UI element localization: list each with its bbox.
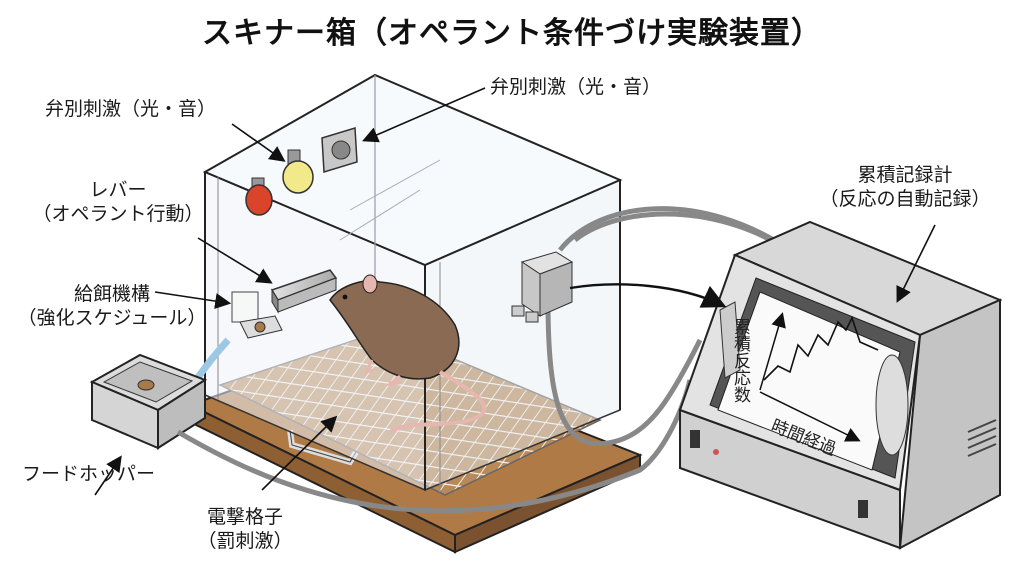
interface-module — [511, 251, 574, 323]
label-shock-grid: 電撃格子 （罰刺激） — [190, 505, 300, 553]
cables — [176, 206, 802, 514]
glass-box — [202, 73, 623, 492]
label-shock-grid-line1: 電撃格子 — [206, 506, 283, 528]
speaker-icon — [321, 127, 358, 173]
paper-roll-icon — [875, 354, 909, 456]
label-stimulus-right: 弁別刺激（光・音） — [490, 76, 662, 98]
yellow-light-icon — [282, 160, 314, 194]
label-lever-line2: （オペラント行動） — [32, 203, 204, 225]
recorder-y-axis-label: 累積反応数 — [730, 318, 751, 403]
label-recorder-line2: （反応の自動記録） — [819, 188, 991, 210]
label-shock-grid-line2: （罰刺激） — [197, 530, 293, 552]
label-stimulus-left: 弁別刺激（光・音） — [45, 98, 217, 120]
food-hopper-icon — [89, 353, 208, 450]
label-feeder: 給餌機構 （強化スケジュール） — [12, 282, 212, 330]
label-lever-line1: レバー — [89, 179, 147, 201]
power-switch-icon — [690, 430, 700, 448]
label-recorder-line1: 累積記録計 — [857, 164, 953, 186]
label-food-hopper: フードホッパー — [22, 463, 156, 485]
lever — [270, 269, 338, 314]
rat-icon — [329, 274, 487, 434]
cumulative-response-line — [763, 315, 879, 381]
pointer-arrows — [94, 87, 936, 496]
cumulative-recorder: 累積反応数 時間経過 — [678, 220, 1003, 550]
stimulus-lights — [245, 149, 314, 216]
label-feeder-line1: 給餌機構 — [73, 283, 150, 305]
label-feeder-line2: （強化スケジュール） — [17, 307, 207, 329]
red-light-icon — [245, 184, 273, 216]
power-switch-icon — [858, 500, 868, 518]
page-title: スキナー箱（オペラント条件づけ実験装置） — [202, 16, 822, 51]
label-recorder: 累積記録計 （反応の自動記録） — [800, 163, 1010, 211]
x-axis-arrow — [759, 391, 861, 442]
y-axis-arrow — [759, 312, 786, 391]
label-lever: レバー （オペラント行動） — [18, 178, 218, 226]
